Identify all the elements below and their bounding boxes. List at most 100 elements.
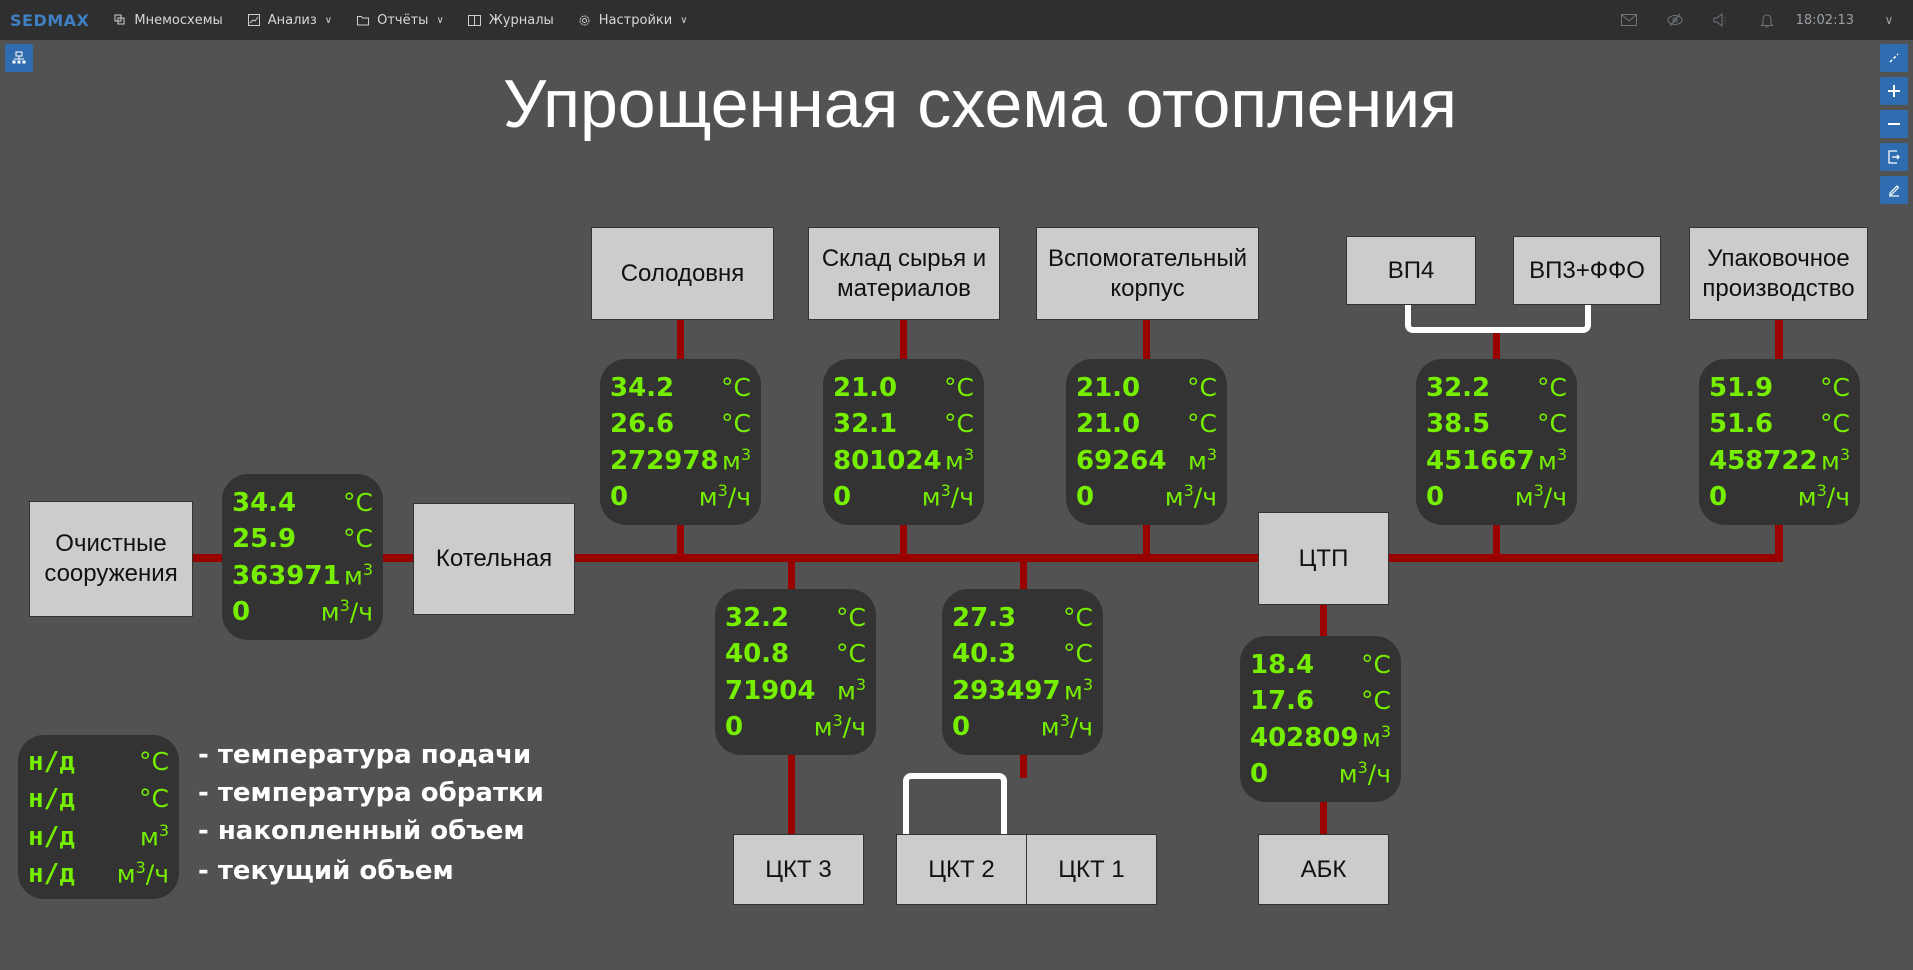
building-solodovnya[interactable]: Солодовня [591, 227, 774, 320]
supply-temp: 34.4 [232, 488, 297, 518]
return-temp: 51.6 [1709, 409, 1774, 439]
sedmax-logo[interactable]: SEDMAX [10, 10, 90, 30]
chevron-down-icon: ∨ [436, 14, 444, 26]
header-tools: 18:02:13 ∨ [1606, 0, 1913, 40]
building-kotelnaya[interactable]: Котельная [413, 503, 575, 615]
return-temp: 17.6 [1250, 686, 1315, 716]
gear-icon [578, 13, 592, 27]
building-ochistnye[interactable]: Очистные сооружения [29, 501, 193, 617]
zoom-out-button[interactable] [1880, 110, 1908, 138]
nav-label: Анализ [267, 12, 317, 28]
supply-temp: 34.2 [610, 373, 675, 403]
building-vp4[interactable]: ВП4 [1346, 236, 1476, 305]
eye-slash-icon[interactable] [1665, 10, 1685, 30]
pipe-main [193, 554, 1783, 562]
layers-icon [113, 13, 127, 27]
accumulated-volume: 293497 [952, 676, 1061, 707]
speaker-icon[interactable] [1711, 10, 1731, 30]
return-temp: 25.9 [232, 524, 297, 554]
accumulated-volume: 272978 [610, 446, 719, 477]
chevron-down-icon: ∨ [324, 14, 333, 26]
bell-icon[interactable] [1757, 10, 1777, 30]
return-temp: 26.6 [610, 409, 675, 439]
accumulated-volume: 402809 [1250, 723, 1359, 754]
return-temp: 38.5 [1426, 409, 1491, 439]
supply-temp: 18.4 [1250, 650, 1315, 680]
hierarchy-icon [12, 51, 26, 64]
building-sklad[interactable]: Склад сырья и материалов [808, 227, 1000, 320]
fit-screen-button[interactable] [1880, 44, 1908, 72]
chart-icon [247, 13, 261, 27]
nav-mnemoschemes[interactable]: Мнемосхемы [113, 12, 223, 28]
nav-label: Мнемосхемы [134, 12, 223, 28]
accumulated-volume: 458722 [1709, 446, 1818, 477]
nav-label: Журналы [488, 12, 554, 28]
page-title: Упрощенная схема отопления [503, 66, 1457, 142]
building-vspom[interactable]: Вспомогательный корпус [1036, 227, 1259, 320]
current-flow: 0 [232, 597, 251, 628]
top-navbar: SEDMAX Мнемосхемы Анализ ∨ Отчёты ∨ Журн… [0, 0, 1913, 40]
supply-temp: 51.9 [1709, 373, 1774, 403]
supply-temp: 21.0 [833, 373, 898, 403]
return-temp: 32.1 [833, 409, 898, 439]
plus-icon [1888, 85, 1900, 97]
current-flow: 0 [833, 482, 852, 513]
nav-label: Настройки [598, 12, 673, 28]
nav-label: Отчёты [377, 12, 429, 28]
chevron-down-icon: ∨ [680, 14, 688, 26]
export-icon [1888, 150, 1900, 164]
current-flow: 0 [725, 712, 744, 743]
building-upakov[interactable]: Упаковочное производство [1689, 227, 1868, 320]
return-temp: 21.0 [1076, 409, 1141, 439]
nav-settings[interactable]: Настройки ∨ [578, 13, 688, 28]
current-flow: 0 [1426, 482, 1445, 513]
supply-temp: 32.2 [1426, 373, 1491, 403]
current-flow: 0 [1076, 482, 1095, 513]
building-abk[interactable]: АБК [1258, 834, 1389, 905]
accumulated-volume: 69264 [1076, 446, 1167, 477]
accumulated-volume: 363971 [232, 561, 341, 592]
expand-icon [1889, 53, 1899, 63]
building-ckt3[interactable]: ЦКТ 3 [733, 834, 864, 905]
current-flow: 0 [1250, 759, 1269, 790]
supply-temp: 21.0 [1076, 373, 1141, 403]
return-temp: 40.8 [725, 639, 790, 669]
nav-reports[interactable]: Отчёты ∨ [356, 13, 444, 28]
building-ctp[interactable]: ЦТП [1258, 512, 1389, 605]
nav-journals[interactable]: Журналы [468, 13, 554, 28]
edit-button[interactable] [1880, 176, 1908, 204]
scheme-tree-button[interactable] [5, 44, 33, 72]
bracket-vp4-vp3 [1405, 300, 1591, 333]
current-flow: 0 [952, 712, 971, 743]
zoom-in-button[interactable] [1880, 77, 1908, 105]
nav-analysis[interactable]: Анализ ∨ [247, 13, 332, 28]
clock: 18:02:13 [1795, 12, 1854, 28]
current-flow: 0 [1709, 482, 1728, 513]
building-ckt2[interactable]: ЦКТ 2 [896, 834, 1027, 905]
folder-icon [356, 13, 370, 27]
legend-current-volume: - текущий объем [198, 856, 454, 886]
export-button[interactable] [1880, 143, 1908, 171]
supply-temp: 32.2 [725, 603, 790, 633]
accumulated-volume: 801024 [833, 446, 942, 477]
pencil-icon [1889, 185, 1900, 197]
accumulated-volume: 451667 [1426, 446, 1535, 477]
user-menu-chevron-icon[interactable]: ∨ [1884, 13, 1894, 27]
building-ckt1[interactable]: ЦКТ 1 [1026, 834, 1157, 905]
book-icon [468, 13, 482, 27]
legend-return-temp: - температура обратки [198, 778, 544, 808]
building-vp3ffo[interactable]: ВП3+ФФО [1513, 236, 1661, 305]
current-flow: 0 [610, 482, 629, 513]
mail-icon[interactable] [1619, 10, 1639, 30]
legend-accumulated-volume: - накопленный объем [198, 816, 525, 846]
